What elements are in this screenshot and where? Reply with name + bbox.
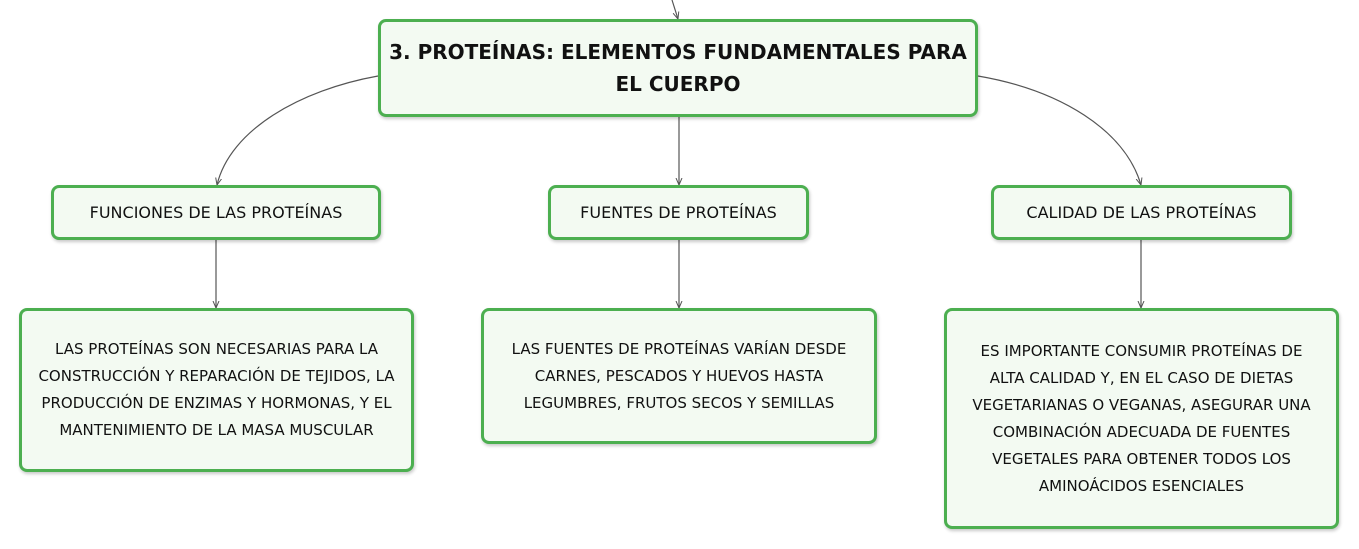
branch-node-label: CALIDAD DE LAS PROTEÍNAS: [1026, 203, 1257, 222]
detail-node-text: LAS FUENTES DE PROTEÍNAS VARÍAN DESDE CA…: [511, 339, 847, 412]
branch-node-calidad[interactable]: CALIDAD DE LAS PROTEÍNAS: [991, 185, 1292, 240]
branch-node-funciones[interactable]: FUNCIONES DE LAS PROTEÍNAS: [51, 185, 381, 240]
detail-node-funciones[interactable]: LAS PROTEÍNAS SON NECESARIAS PARA LA CON…: [19, 308, 414, 472]
detail-node-text: LAS PROTEÍNAS SON NECESARIAS PARA LA CON…: [38, 340, 395, 439]
connector-root-to-calidad: [977, 75, 1141, 185]
detail-node-calidad[interactable]: ES IMPORTANTE CONSUMIR PROTEÍNAS DE ALTA…: [944, 308, 1339, 529]
branch-node-fuentes[interactable]: FUENTES DE PROTEÍNAS: [548, 185, 809, 240]
connector-parent-to-root: [671, 0, 678, 19]
root-node-label: 3. PROTEÍNAS: ELEMENTOS FUNDAMENTALES PA…: [389, 40, 967, 96]
connector-root-to-funciones: [217, 75, 379, 185]
branch-node-label: FUENTES DE PROTEÍNAS: [580, 203, 777, 222]
root-node[interactable]: 3. PROTEÍNAS: ELEMENTOS FUNDAMENTALES PA…: [378, 19, 978, 117]
detail-node-fuentes[interactable]: LAS FUENTES DE PROTEÍNAS VARÍAN DESDE CA…: [481, 308, 877, 444]
detail-node-text: ES IMPORTANTE CONSUMIR PROTEÍNAS DE ALTA…: [972, 341, 1311, 495]
branch-node-label: FUNCIONES DE LAS PROTEÍNAS: [89, 203, 343, 222]
